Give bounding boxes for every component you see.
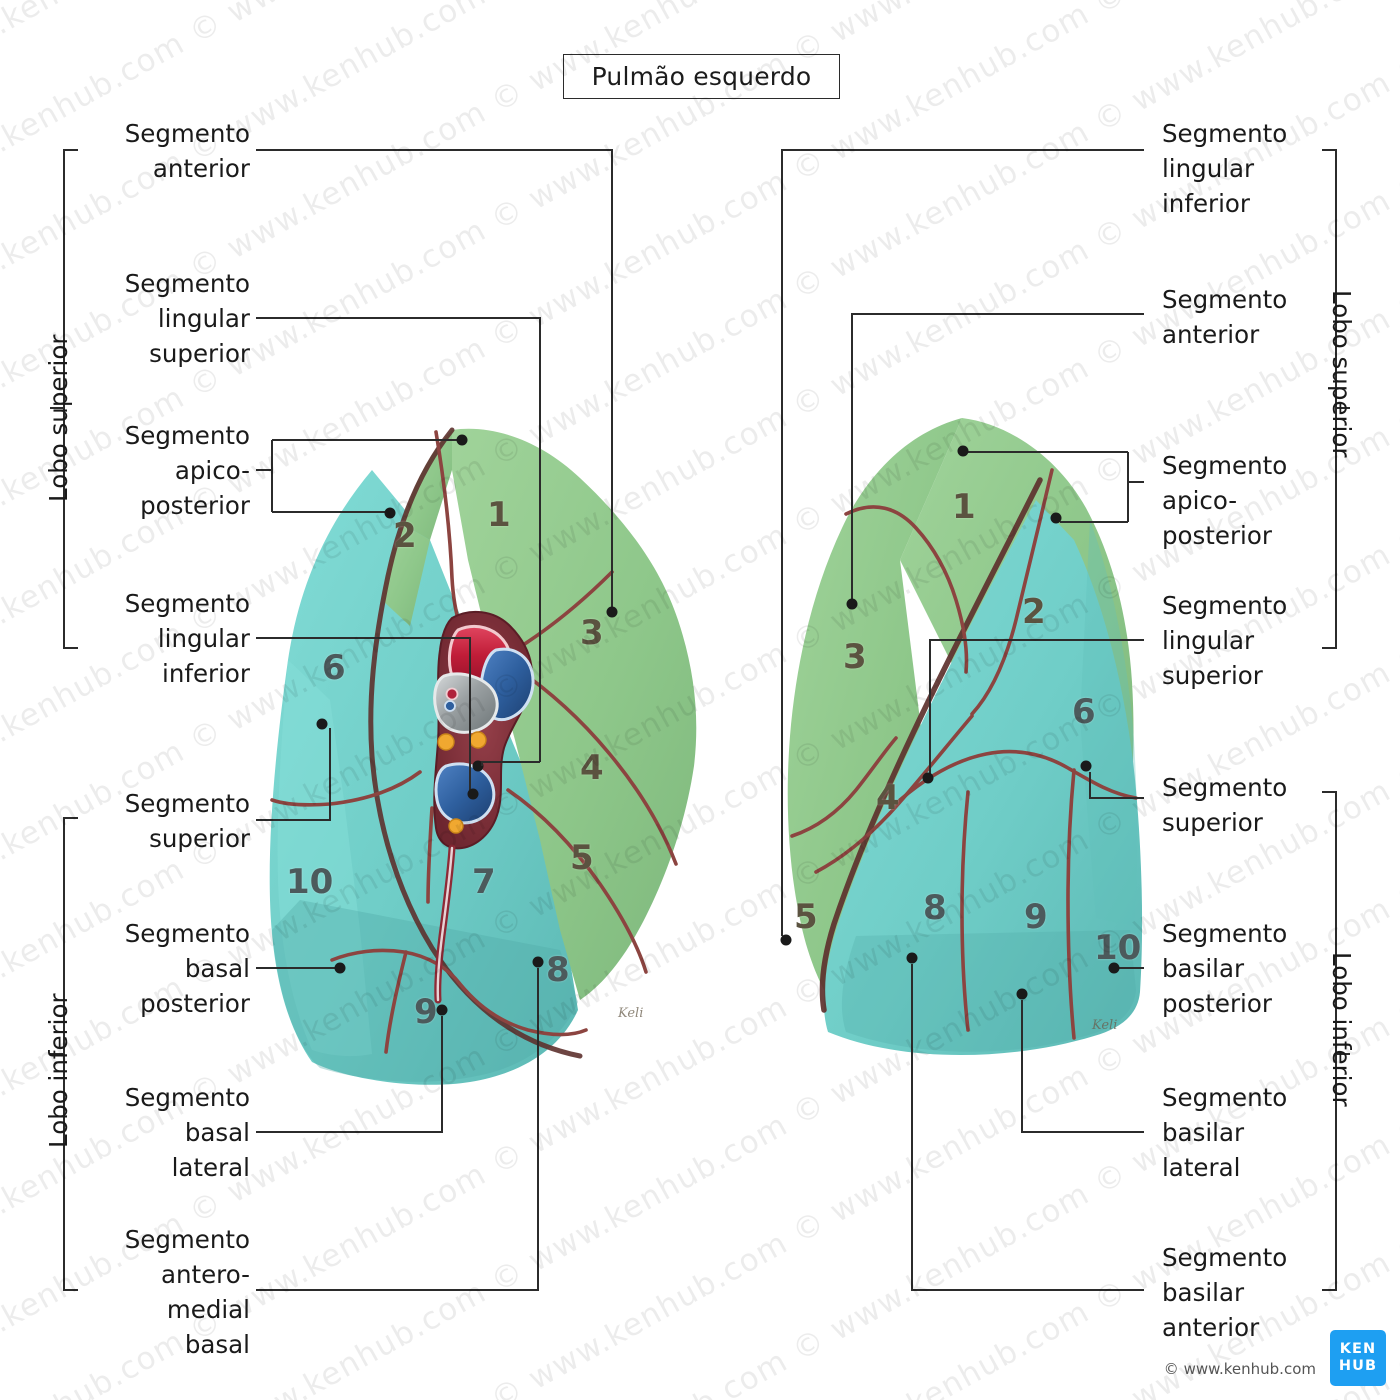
right-label-segmento-basilar-lateral: Segmento basilar lateral bbox=[1162, 1083, 1288, 1182]
left-label-segmento-lingular-superior: Segmento lingular superior bbox=[124, 269, 250, 368]
lung-hilum bbox=[433, 610, 535, 1004]
right-lobo-superior-bracket bbox=[1322, 149, 1350, 649]
right-label-segmento-anterior: Segmento anterior bbox=[1162, 285, 1288, 349]
left-segment-number-7: 7 bbox=[472, 862, 496, 902]
right-segment-number-10: 10 bbox=[1094, 928, 1142, 968]
page-title: Pulmão esquerdo bbox=[591, 62, 812, 91]
right-artist-signature: Keli bbox=[1092, 1018, 1118, 1033]
right-lung-lateral-view bbox=[787, 418, 1143, 1056]
left-segment-number-9: 9 bbox=[414, 992, 438, 1032]
left-segment-number-1: 1 bbox=[487, 495, 511, 535]
left-segment-number-5: 5 bbox=[570, 838, 594, 878]
right-segment-number-8: 8 bbox=[923, 888, 947, 928]
right-segment-number-3: 3 bbox=[843, 637, 867, 677]
copyright-text: © www.kenhub.com bbox=[1163, 1360, 1316, 1378]
right-segment-number-2: 2 bbox=[1022, 592, 1046, 632]
left-label-segmento-anterior: Segmento anterior bbox=[124, 119, 250, 183]
right-label-segmento-basilar-anterior: Segmento basilar anterior bbox=[1162, 1243, 1288, 1342]
right-segment-number-1: 1 bbox=[952, 487, 976, 527]
left-lung-medial-view bbox=[269, 427, 697, 1085]
diagram-title-box: Pulmão esquerdo bbox=[563, 54, 840, 99]
left-label-segmento-basal-posterior: Segmento basal posterior bbox=[124, 919, 250, 1018]
left-segment-number-10: 10 bbox=[286, 862, 334, 902]
kenhub-logo: KEN HUB bbox=[1330, 1330, 1386, 1386]
right-label-segmento-lingular-inferior: Segmento lingular inferior bbox=[1162, 119, 1288, 218]
left-segment-number-3: 3 bbox=[580, 613, 604, 653]
left-segment-number-8: 8 bbox=[546, 950, 570, 990]
right-label-segmento-apico-posterior: Segmento apico- posterior bbox=[1162, 451, 1288, 550]
right-segment-number-6: 6 bbox=[1072, 692, 1096, 732]
kenhub-logo-line1: KEN bbox=[1339, 1341, 1377, 1357]
left-lobo-inferior-bracket bbox=[50, 817, 78, 1291]
right-label-segmento-superior: Segmento superior bbox=[1162, 773, 1288, 837]
right-label-segmento-basilar-posterior: Segmento basilar posterior bbox=[1162, 919, 1288, 1018]
left-lobo-superior-bracket bbox=[50, 149, 78, 649]
right-segment-number-5: 5 bbox=[794, 897, 818, 937]
left-label-segmento-antero-medial-basal: Segmento antero- medial basal bbox=[124, 1225, 250, 1359]
left-label-segmento-superior: Segmento superior bbox=[124, 789, 250, 853]
left-artist-signature: Keli bbox=[618, 1006, 644, 1021]
kenhub-logo-line2: HUB bbox=[1338, 1358, 1378, 1374]
left-segment-number-4: 4 bbox=[580, 748, 604, 788]
left-label-segmento-basal-lateral: Segmento basal lateral bbox=[124, 1083, 250, 1182]
right-label-segmento-lingular-superior: Segmento lingular superior bbox=[1162, 591, 1288, 690]
left-label-segmento-lingular-inferior: Segmento lingular inferior bbox=[124, 589, 250, 688]
right-segment-number-4: 4 bbox=[876, 778, 900, 818]
left-label-segmento-apico-posterior: Segmento apico- posterior bbox=[124, 421, 250, 520]
left-segment-number-6: 6 bbox=[322, 648, 346, 688]
right-lobo-inferior-bracket bbox=[1322, 791, 1350, 1291]
right-segment-number-9: 9 bbox=[1024, 897, 1048, 937]
left-segment-number-2: 2 bbox=[393, 516, 417, 556]
